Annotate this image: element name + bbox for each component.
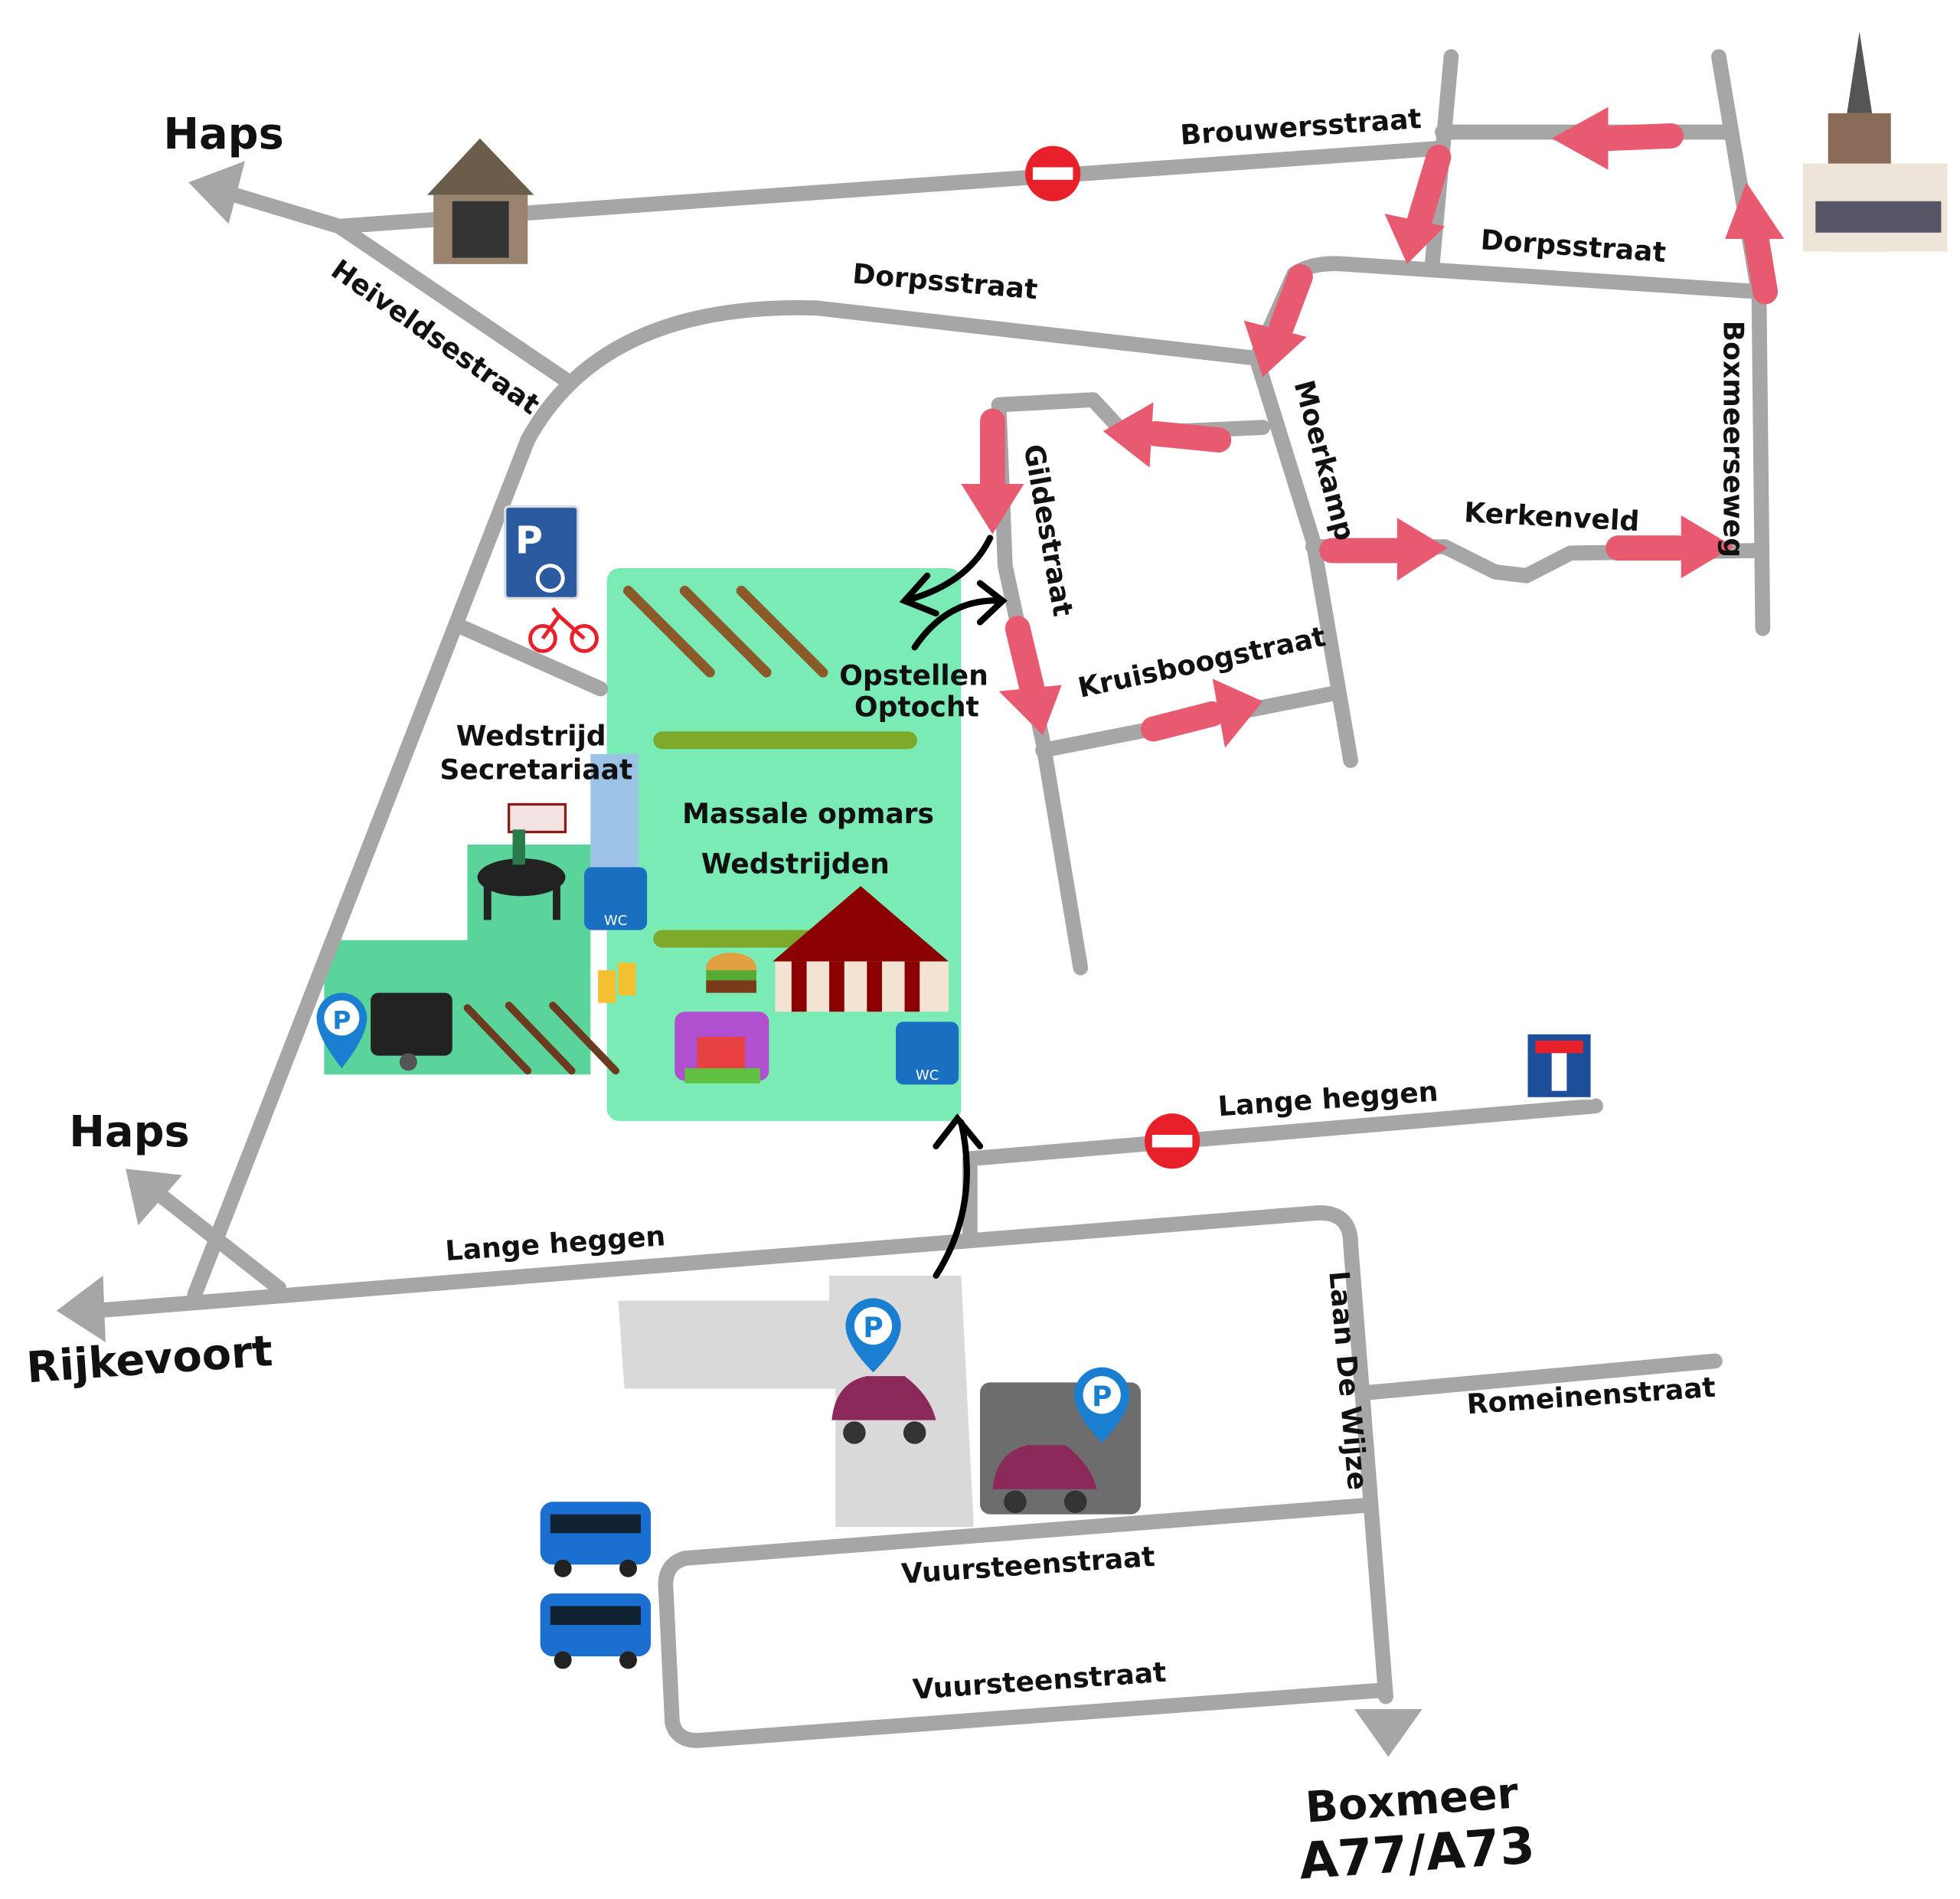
road-romeinenstraat bbox=[1361, 1353, 1723, 1401]
church-icon bbox=[1802, 31, 1948, 252]
place-haps-north: Haps bbox=[163, 109, 283, 159]
arrow-haps-south bbox=[126, 1168, 182, 1226]
svg-text:WC: WC bbox=[916, 1067, 939, 1084]
road-to-haps-south bbox=[143, 1180, 287, 1296]
circus-tent-icon bbox=[773, 886, 949, 1012]
car-icon bbox=[992, 1445, 1097, 1513]
beer-icon bbox=[598, 963, 636, 1003]
street-dorpsstraat: Dorpsstraat bbox=[1480, 223, 1668, 269]
label-secretariaat: Secretariaat bbox=[439, 753, 632, 786]
place-rijkevoort: Rijkevoort bbox=[25, 1326, 275, 1393]
bicycle-icon bbox=[528, 606, 599, 653]
toilet-icon: WC bbox=[584, 867, 648, 930]
crossbow-icon bbox=[622, 585, 828, 678]
parking-pin-icon: P bbox=[845, 1298, 901, 1373]
label-wedstrijd: Wedstrijd bbox=[456, 719, 606, 752]
street-vuursteenstraat: Vuursteenstraat bbox=[900, 1540, 1156, 1590]
disabled-parking-icon: P bbox=[504, 505, 580, 600]
street-boxmeerseweg: Boxmeerseweg bbox=[1717, 321, 1749, 558]
hedge-icon bbox=[653, 930, 817, 948]
road-lange-heggen-upper bbox=[962, 1098, 1603, 1246]
place-haps-south: Haps bbox=[69, 1107, 189, 1157]
road-heiveldsestraat bbox=[332, 218, 573, 387]
street-kruisboogstraat: Kruisboogstraat bbox=[1075, 619, 1328, 704]
rifle-icon bbox=[463, 1002, 620, 1075]
horse-rider-icon bbox=[477, 802, 567, 920]
chapel-icon bbox=[426, 138, 534, 264]
no-entry-icon bbox=[1144, 1113, 1200, 1169]
svg-text:P: P bbox=[1092, 1381, 1112, 1414]
svg-text:P: P bbox=[332, 1006, 351, 1035]
arrow-haps-north bbox=[188, 161, 245, 224]
road-side bbox=[457, 620, 609, 697]
street-gildestraat: Gildestraat bbox=[1018, 442, 1080, 619]
parking-pin-icon: P bbox=[316, 992, 368, 1069]
svg-text:WC: WC bbox=[604, 913, 627, 929]
label-massale-opmars: Massale opmars bbox=[682, 797, 934, 830]
street-vuursteenstraat: Vuursteenstraat bbox=[912, 1655, 1168, 1706]
no-entry-icon bbox=[1025, 145, 1081, 201]
road-lange-heggen bbox=[87, 1204, 1393, 1705]
bus-icon bbox=[540, 1502, 652, 1577]
dead-end-sign-icon bbox=[1525, 1031, 1593, 1100]
street-brouwersstraat: Brouwersstraat bbox=[1179, 102, 1423, 152]
setup-arrows bbox=[899, 534, 1008, 1279]
toilet-icon: WC bbox=[896, 1021, 959, 1085]
label-optocht: Optocht bbox=[854, 691, 979, 724]
arrow-rijkevoort bbox=[56, 1275, 106, 1342]
parade-route bbox=[961, 106, 1785, 748]
car-icon bbox=[831, 1376, 936, 1444]
svg-text:P: P bbox=[863, 1311, 883, 1344]
street-dorpsstraat: Dorpsstraat bbox=[851, 257, 1039, 306]
arrow-boxmeer bbox=[1354, 1709, 1423, 1757]
road-dorpsstraat bbox=[187, 300, 1264, 1302]
bus-icon bbox=[540, 1593, 652, 1669]
label-wedstrijden: Wedstrijden bbox=[701, 848, 890, 881]
label-opstellen: Opstellen bbox=[839, 659, 988, 692]
horse-trailer-icon bbox=[371, 992, 452, 1071]
parking-pin-icon: P bbox=[1074, 1367, 1130, 1443]
road-vuursteenstraat bbox=[658, 1498, 1390, 1748]
svg-text:P: P bbox=[515, 518, 543, 562]
street-kerkenveld: Kerkenveld bbox=[1463, 495, 1640, 538]
burger-icon bbox=[706, 953, 756, 993]
bouncy-castle-icon bbox=[675, 1012, 769, 1084]
secretariaat-building bbox=[590, 753, 639, 868]
hedge-icon bbox=[653, 731, 917, 750]
